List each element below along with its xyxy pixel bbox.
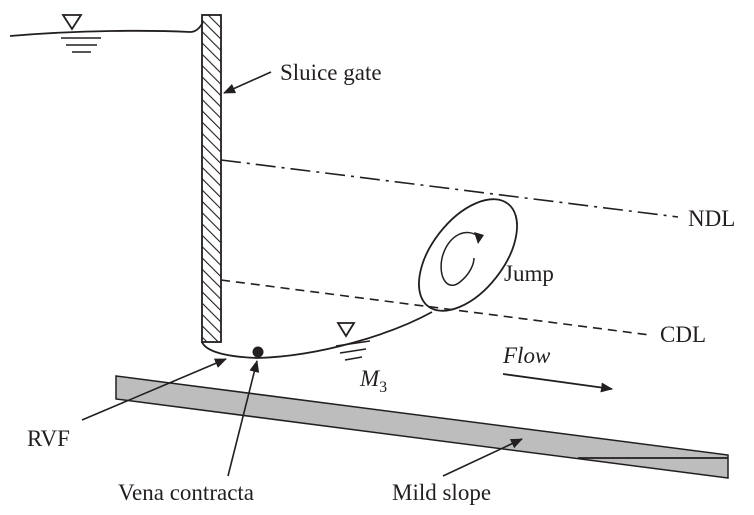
sluice-gate-leader — [223, 71, 272, 94]
vena-contracta-dot — [252, 346, 264, 358]
hydraulic-jump-roller — [440, 231, 481, 287]
jump-label: Jump — [504, 261, 554, 286]
inverted-triangle-icon — [336, 322, 356, 338]
channel-bed — [115, 375, 729, 479]
sluice-gate — [201, 14, 222, 343]
inverted-triangle-icon — [61, 14, 83, 31]
roller-arrow-icon — [474, 232, 484, 244]
m3-label: M3 — [359, 366, 387, 396]
ndl-line — [220, 159, 679, 218]
water-level-tick — [335, 340, 371, 347]
rvf-label: RVF — [27, 426, 70, 451]
mild-slope-leader — [442, 438, 523, 477]
water-level-tick — [344, 356, 363, 361]
vena-contracta-leader — [227, 360, 260, 477]
m3-main: M — [359, 366, 381, 391]
flow-label: Flow — [502, 343, 551, 368]
rvf-leader — [81, 358, 227, 421]
vena-contracta-label: Vena contracta — [118, 480, 254, 505]
ndl-label: NDL — [688, 206, 735, 231]
mild-slope-label: Mild slope — [392, 480, 491, 505]
m3-subscript: 3 — [379, 379, 387, 396]
m3-water-profile — [201, 311, 433, 359]
water-level-tick — [339, 348, 367, 354]
cdl-label: CDL — [660, 322, 706, 347]
cdl-line — [220, 279, 651, 336]
flow-direction-arrow — [502, 373, 613, 393]
sluice-gate-label: Sluice gate — [280, 60, 382, 85]
upstream-water-surface — [9, 21, 204, 37]
hydraulic-jump-outer — [418, 198, 518, 312]
